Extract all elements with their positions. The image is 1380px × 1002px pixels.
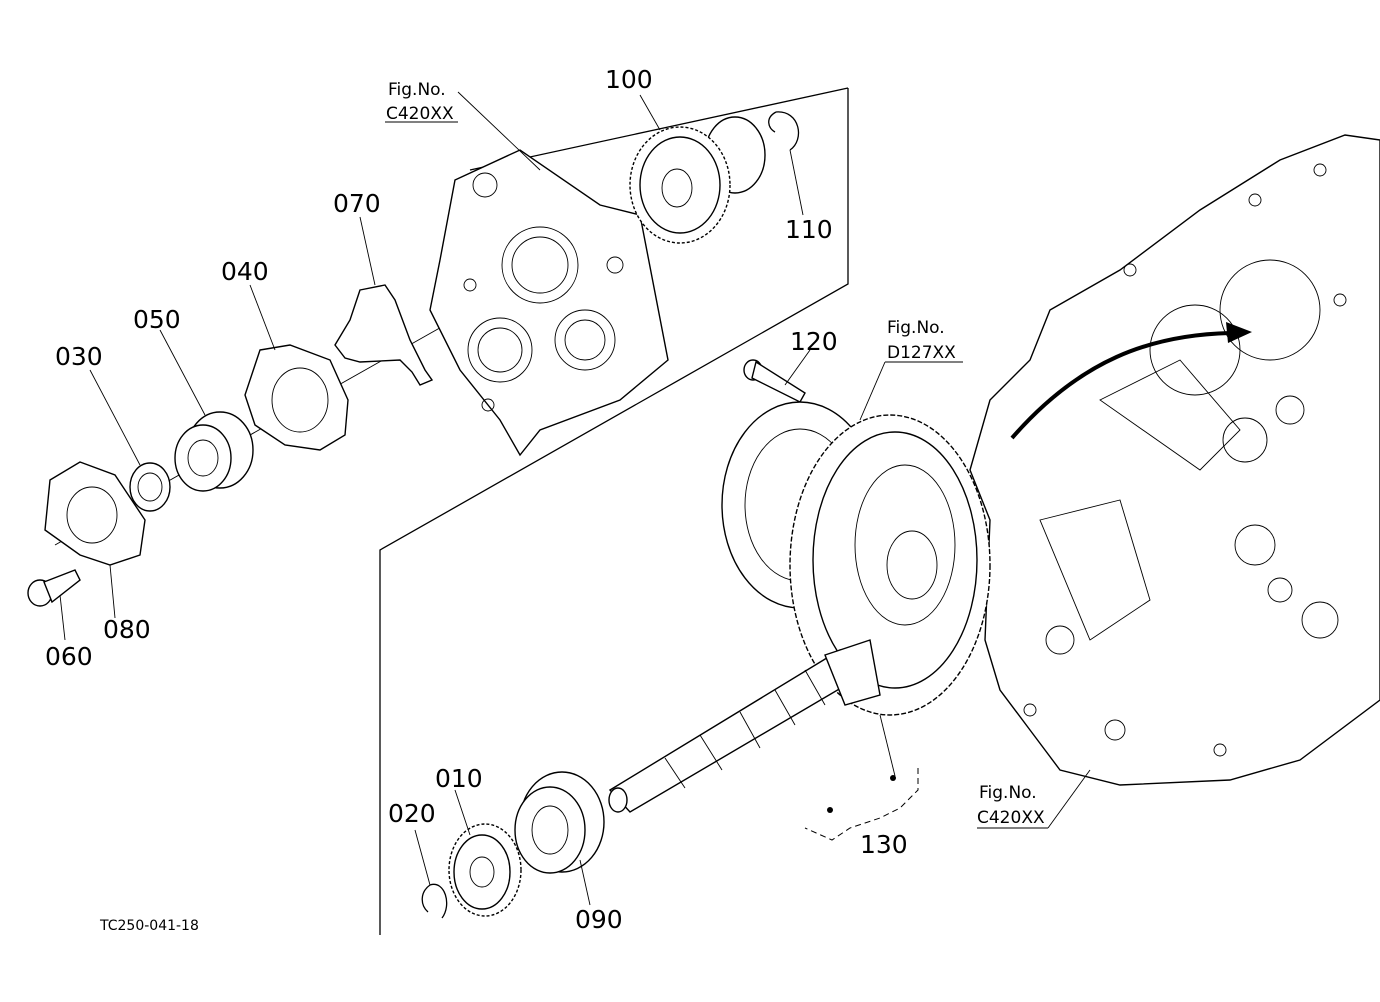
lever-plate-070 bbox=[334, 284, 434, 386]
snap-ring-110 bbox=[768, 111, 800, 151]
bolt-060 bbox=[27, 569, 81, 607]
ring-gear bbox=[789, 414, 991, 716]
callout-030: 030 bbox=[55, 342, 103, 371]
callout-130: 130 bbox=[860, 830, 908, 859]
callout-120: 120 bbox=[790, 327, 838, 356]
figref-top-code: C420XX bbox=[386, 104, 454, 124]
pinion-shaft bbox=[608, 639, 881, 813]
figref-bottom-label: Fig.No. bbox=[979, 783, 1037, 803]
set-dot-2 bbox=[827, 807, 833, 813]
oil-seal-030 bbox=[129, 462, 171, 512]
figref-mid-label: Fig.No. bbox=[887, 318, 945, 338]
transmission-case bbox=[969, 134, 1380, 786]
callout-040: 040 bbox=[221, 257, 269, 286]
gear-010 bbox=[448, 823, 522, 917]
drawing-id: TC250-041-18 bbox=[99, 918, 199, 934]
set-bracket-130 bbox=[804, 768, 919, 841]
callout-090: 090 bbox=[575, 905, 623, 934]
callout-010: 010 bbox=[435, 764, 483, 793]
flange-040 bbox=[244, 344, 349, 451]
callout-100: 100 bbox=[605, 65, 653, 94]
callout-020: 020 bbox=[388, 799, 436, 828]
bearing-090 bbox=[514, 771, 605, 874]
callout-050: 050 bbox=[133, 305, 181, 334]
cover-plate-080 bbox=[44, 461, 146, 566]
gear-100 bbox=[629, 116, 766, 244]
callout-070: 070 bbox=[333, 189, 381, 218]
bolt-120 bbox=[743, 359, 806, 403]
assembly-arrow bbox=[1010, 322, 1252, 440]
figref-bottom-code: C420XX bbox=[977, 808, 1045, 828]
snap-ring-020 bbox=[421, 883, 448, 919]
callout-060: 060 bbox=[45, 642, 93, 671]
bearing-050 bbox=[174, 411, 254, 492]
set-dot-1 bbox=[890, 775, 896, 781]
figref-top-label: Fig.No. bbox=[388, 80, 446, 100]
callout-110: 110 bbox=[785, 215, 833, 244]
leader-lines bbox=[59, 91, 1091, 906]
front-cover-casting bbox=[429, 149, 669, 457]
figref-mid-code: D127XX bbox=[887, 343, 956, 363]
callout-080: 080 bbox=[103, 615, 151, 644]
